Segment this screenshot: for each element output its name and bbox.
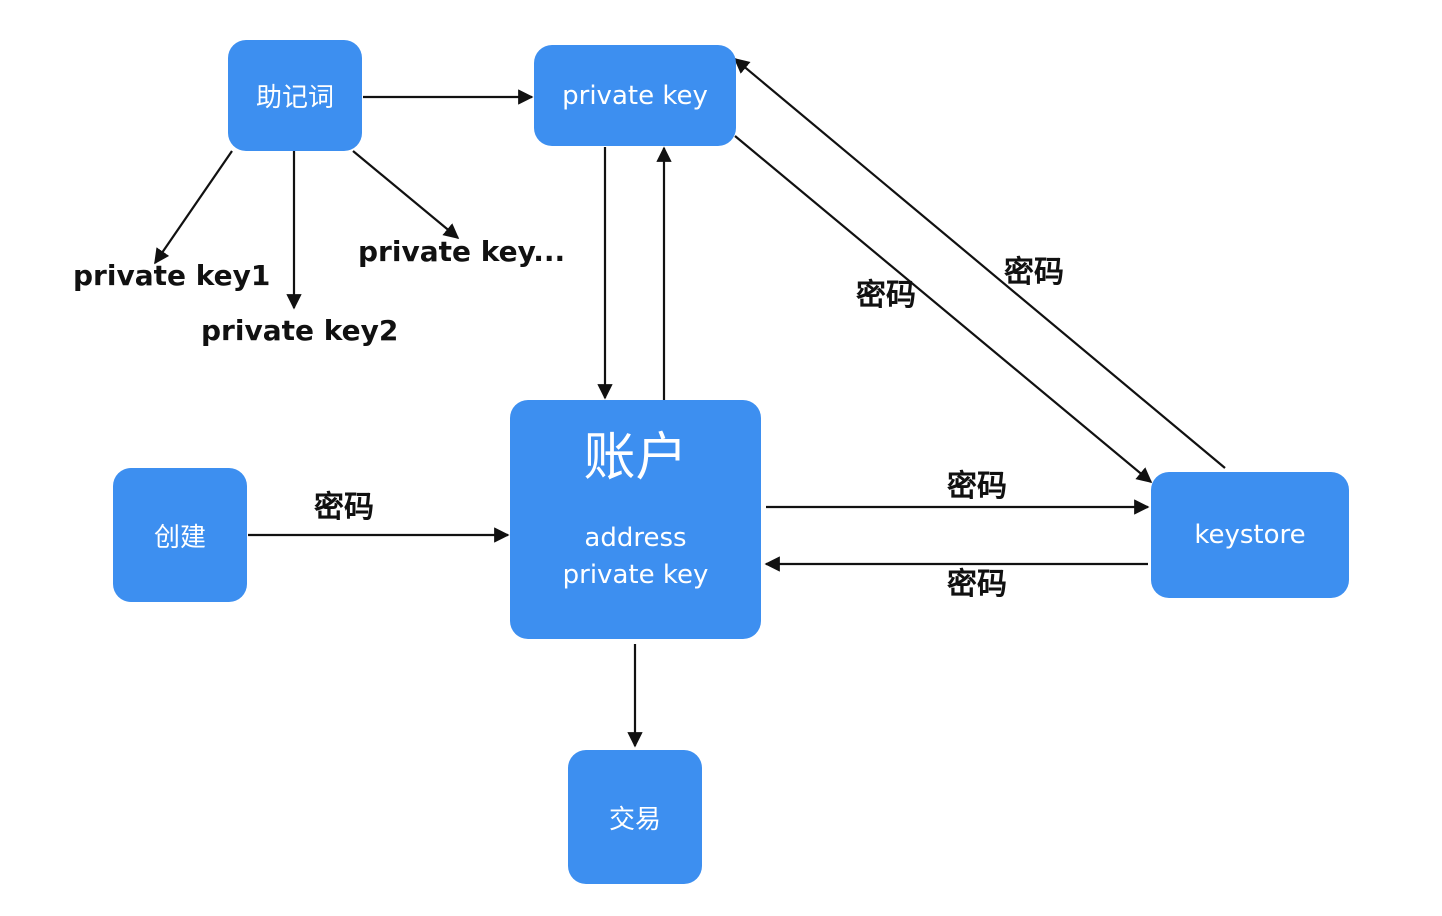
keystore-label: keystore	[1194, 520, 1306, 550]
private-key1-label: private key1	[73, 259, 271, 292]
password-label-keystore-to-pk: 密码	[1004, 255, 1064, 290]
account-address-label: address	[584, 523, 687, 553]
trade-node: 交易	[568, 750, 702, 884]
private-key-label: private key	[562, 80, 708, 111]
arrow-mnemonic-to-pk1	[154, 150, 233, 265]
create-node: 创建	[113, 468, 247, 602]
account-node: 账户 address private key	[510, 400, 761, 639]
arrow-mnemonic-to-pkdots	[352, 150, 460, 239]
arrow-keystore-to-private-key	[733, 58, 1226, 469]
private-key2-label: private key2	[201, 314, 399, 347]
account-title: 账户	[583, 428, 688, 488]
keystore-node: keystore	[1151, 472, 1349, 598]
private-key-node: private key	[534, 45, 736, 146]
mnemonic-label: 助记词	[255, 83, 334, 113]
password-label-account-to-keystore: 密码	[947, 469, 1007, 504]
mnemonic-node: 助记词	[228, 40, 362, 151]
create-label: 创建	[153, 522, 206, 553]
account-private-key-label: private key	[562, 560, 709, 590]
arrow-private-key-to-keystore	[734, 135, 1153, 483]
private-key-more-label: private key...	[358, 235, 566, 268]
password-label-pk-to-keystore: 密码	[856, 278, 916, 313]
password-label-keystore-to-account: 密码	[947, 567, 1007, 602]
password-label-create: 密码	[314, 490, 374, 525]
trade-label: 交易	[608, 804, 661, 835]
